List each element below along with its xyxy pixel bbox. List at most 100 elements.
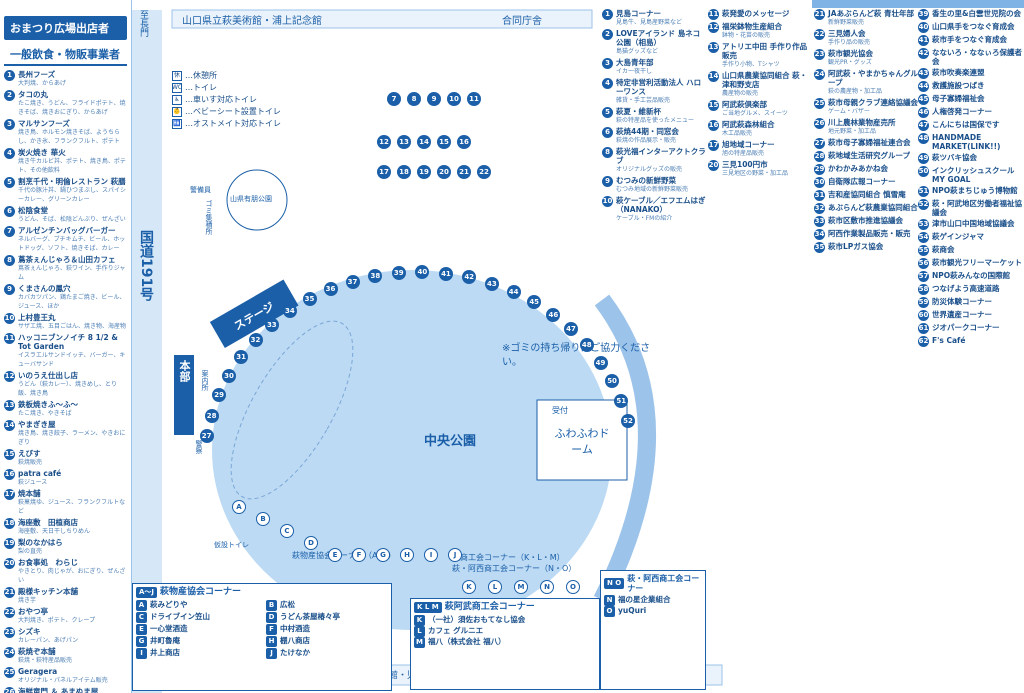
booth-marker-letter: A — [232, 500, 246, 514]
booth-number-badge: 35 — [814, 242, 825, 253]
booth-number-badge: 1 — [602, 9, 613, 20]
vendor-description: 焼き芋 — [18, 597, 37, 604]
booth-number-badge: L — [414, 626, 425, 637]
vendor-description: 新鮮野菜販売 — [828, 19, 865, 26]
vendor-description: サザエ焼、五目ごはん、焼き物、海産物 — [18, 323, 127, 330]
vendor-name: 萩夏・維新杯 — [616, 107, 661, 116]
booth-marker: 17 — [377, 165, 391, 179]
shoko2-title-text: 萩・阿西商工会コーナー — [627, 574, 700, 593]
legend-row: WC…トイレ — [172, 82, 302, 94]
booth-number-badge: 3 — [4, 119, 15, 130]
vendor-name: 焼本舗 — [18, 489, 41, 498]
shoko-title-text: 萩阿武商工会コーナー — [444, 601, 535, 612]
booth-number-badge: 28 — [814, 151, 825, 162]
booth-marker-letter: M — [514, 580, 528, 594]
booth-marker-letter: D — [304, 536, 318, 550]
booth-marker-letter: L — [488, 580, 502, 594]
gov-building-label: 合同庁舎 — [502, 16, 542, 27]
booth-number-badge: 21 — [814, 9, 825, 20]
vendor-name: 福の星企業組合 — [618, 595, 671, 604]
vendor-description: ご当地グルメ、スイーツ — [722, 110, 788, 117]
vendor-name: 一心堂酒造 — [150, 624, 188, 633]
vendor-name: 殿様キッチン本舗 — [18, 587, 78, 596]
vendor-name: patra café — [18, 469, 62, 478]
booth-number-badge: M — [414, 637, 425, 648]
vendor-name: 大島青年部 — [616, 58, 654, 67]
booth-number-badge: 4 — [4, 148, 15, 159]
vendor-name: 棚八商店 — [280, 636, 310, 645]
booth-marker: 31 — [234, 350, 249, 365]
vendor-name: 萩光福インターアクトクラブ — [616, 147, 706, 165]
vendor-name: マルサンフーズ — [18, 119, 70, 128]
vendor-name: ジオパークコーナー — [932, 323, 1000, 332]
booth-number-badge: 22 — [814, 29, 825, 40]
vendor-name: NPO萩みんなの国際館 — [932, 271, 1011, 280]
booth-marker: 11 — [467, 92, 481, 106]
vendor-name: 萩市吹奏楽連盟 — [932, 68, 985, 77]
booth-marker: 51 — [614, 393, 629, 408]
honbu-label: 本部 — [178, 360, 191, 382]
booth-number-badge: 9 — [4, 284, 15, 295]
booth-number-badge: 22 — [4, 607, 15, 618]
vendor-description: 手作り品の販売 — [828, 39, 871, 46]
vendor-description: 観光PR・グッズ — [828, 59, 872, 66]
legend-row: 休…休憩所 — [172, 70, 302, 82]
vendor-name: かわかみあかね会 — [828, 164, 888, 173]
booth-number-badge: 25 — [814, 98, 825, 109]
booth-marker-letter: J — [448, 548, 462, 562]
vendor-description: ネルバーグ、ブチキムチ、ビール、ホットドッグ、ソフト、焼きそば、カレー — [18, 236, 126, 252]
park-dashed-area — [230, 320, 354, 500]
vendor-name: 福栄鉢物生産組合 — [722, 22, 782, 31]
booth-number-badge: 56 — [918, 258, 929, 269]
vendor-name: 萩・阿武地区労働者福祉協議会 — [932, 199, 1022, 217]
vendor-name: 香生の里&白雲世児院の会 — [932, 9, 1022, 18]
booth-number-badge: 16 — [4, 469, 15, 480]
vendor-description: カレーパン、あげパン — [18, 637, 79, 644]
vendor-name: 山口県農業協同組合 萩・津和野支店 — [722, 71, 808, 89]
vendor-description: 萩焼の作品展示・販売 — [616, 137, 677, 144]
booth-marker: 10 — [447, 92, 461, 106]
vendor-name: 三見100円市 — [722, 160, 768, 169]
booth-marker: 27 — [199, 429, 214, 444]
booth-marker: 14 — [417, 135, 431, 149]
vendor-name: 萩市母親クラブ連絡協議会 — [828, 98, 918, 107]
vendor-name: むつみの新鮮野菜 — [616, 176, 676, 185]
booth-number-badge: 25 — [4, 667, 15, 678]
vendor-description: 大判焼き、ポテト、クレープ — [18, 617, 96, 624]
booth-marker: 29 — [212, 388, 227, 403]
vendor-name: 上村豊王丸 — [18, 313, 56, 322]
vendor-name: 萩市観光フリーマーケット — [932, 258, 1022, 267]
booth-number-badge: I — [136, 648, 147, 659]
vendor-name: 山口県手をつなぐ育成会 — [932, 22, 1015, 31]
vendor-description: うどん、そば、松陰どんぶり、ぜんざい — [18, 216, 126, 223]
booth-number-badge: 12 — [708, 22, 719, 33]
booth-marker: 46 — [546, 307, 561, 322]
booth-marker: 20 — [437, 165, 451, 179]
guard-label-1: 警備員 — [190, 186, 211, 194]
booth-marker-letter: C — [280, 524, 294, 538]
booth-number-badge: 40 — [918, 22, 929, 33]
vendor-name: くまさんの鳳穴 — [18, 284, 71, 293]
vendor-name: タコの丸 — [18, 90, 48, 99]
booth-marker: 36 — [323, 282, 338, 297]
